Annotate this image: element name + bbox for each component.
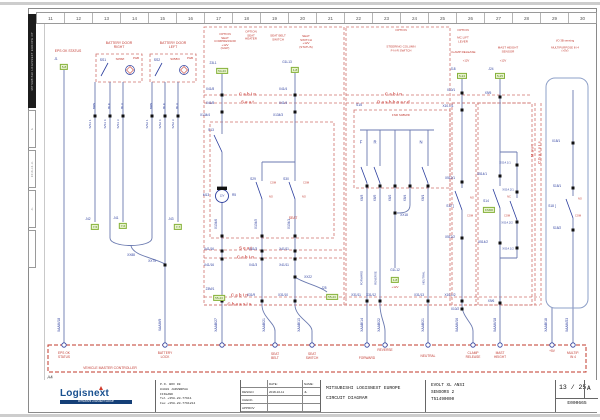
title-block-company-cell: MITSUBISHI LOGISNEXT EUROPE CIRCUIT DIAG… (320, 380, 425, 412)
frame-margin-line (44, 24, 45, 380)
signoff-approv-name (302, 404, 321, 412)
grid-ruler-cell-16: 16 (177, 13, 205, 23)
signoff-date-header: DATE: (267, 380, 302, 388)
document-type: CIRCUIT DIAGRAM (326, 396, 368, 401)
revision-box-text-0: A (30, 128, 34, 130)
grid-ruler-cell-23: 23 (373, 13, 401, 23)
signoff-blank (241, 380, 267, 388)
logisnext-tagline: MITSUBISHI LOGISNEXT GROUP (60, 400, 132, 404)
company-name: MITSUBISHI LOGISNEXT EUROPE (326, 386, 401, 391)
grid-ruler-cell-12: 12 (65, 13, 93, 23)
grid-ruler-cell-18: 18 (233, 13, 261, 23)
revision-box-0: A (28, 110, 36, 148)
logisnext-logo: Logisnext (60, 388, 110, 399)
grid-ruler-cell-25: 25 (429, 13, 457, 23)
drawing-sheet (28, 8, 597, 413)
grid-ruler-cell-27: 27 (485, 13, 513, 23)
signoff-design-name: JL (302, 388, 321, 396)
title-block-project-cell: EVOLT XL ANSI SENSORS 2 T51490000 (425, 380, 555, 412)
grid-ruler-cell-21: 21 (317, 13, 345, 23)
signoff-design-date: 2018-10-11 (267, 388, 302, 396)
grid-ruler-cell-14: 14 (121, 13, 149, 23)
project-title: EVOLT XL ANSI SENSORS 2 T51490000 (431, 383, 465, 402)
company-address: P.O. BOX 99 04401 JARVENPAA FINLAND Tel … (160, 382, 196, 406)
revision-box-1: 2018-10-11 (28, 150, 36, 188)
grid-ruler-cell-24: 24 (401, 13, 429, 23)
j25-tag: 55-23 (326, 293, 338, 301)
j43-tag: 7-7 (173, 223, 183, 231)
signoff-design-label: DESIGN (241, 388, 267, 396)
left-copyright-text: MITSUBISHI LOGISNEXT EUROPE OY (30, 31, 34, 91)
g1l13-tag: 1-8 (290, 66, 300, 74)
top-gray-band (0, 2, 600, 5)
revision-box-text-2: JL (30, 207, 34, 211)
grid-ruler-cell-28: 28 (513, 13, 541, 23)
title-block-logo-cell: Logisnext MITSUBISHI LOGISNEXT GROUP (36, 380, 155, 412)
j41-tag: 7-6 (118, 222, 128, 230)
signoff-name-header: NAME: (302, 380, 321, 388)
grid-ruler-cell-13: 13 (93, 13, 121, 23)
title-block-address-cell: P.O. BOX 99 04401 JARVENPAA FINLAND Tel … (155, 380, 240, 412)
grid-ruler-cell-15: 15 (149, 13, 177, 23)
left-copyright-bar: MITSUBISHI LOGISNEXT EUROPE OY (28, 14, 36, 108)
j18-tag: 5-24 (456, 72, 468, 80)
bottom-gray-band (0, 414, 600, 417)
j1-tag: 5-8 (59, 63, 69, 71)
signoff-approv-date (267, 404, 302, 412)
revision-box-text-1: 2018-10-11 (30, 160, 34, 178)
title-block-signoff-cell: DATE: NAME: DESIGN 2018-10-11 JL CHECK. … (240, 380, 321, 412)
23m1-tag: 55-23 (213, 294, 225, 302)
grid-ruler-cell-17: 17 (205, 13, 233, 23)
grid-ruler-cell-30: 30 (579, 15, 585, 21)
document-number: E000665 (567, 401, 587, 406)
ksm0-tag: KSM0 (482, 206, 496, 214)
signoff-check-name (302, 396, 321, 404)
logo-accent-icon (99, 386, 103, 390)
grid-ruler-cell-11: 11 (37, 13, 65, 23)
title-block-page-cell: 13 / 25 A E000665 (555, 380, 598, 412)
grid-ruler-cell-29: 29 (541, 13, 569, 23)
grid-ruler-cell-26: 26 (457, 13, 485, 23)
signoff-table: DATE: NAME: DESIGN 2018-10-11 JL CHECK. … (241, 380, 321, 412)
page-cell-divider-h (556, 398, 598, 399)
signoff-check-date (267, 396, 302, 404)
23l1-tag: 54-23 (216, 67, 228, 75)
page-number: 13 / 25 (559, 384, 587, 391)
signoff-check-label: CHECK. (241, 396, 267, 404)
signoff-approv-label: APPROV (241, 404, 267, 412)
revision-letter: A (587, 385, 591, 392)
page-cell-divider-v (584, 380, 585, 398)
revision-box-2: JL (28, 190, 36, 228)
revision-box-3 (28, 230, 36, 268)
j24-tag: 5-25 (494, 72, 506, 80)
grid-ruler-cell-19: 19 (261, 13, 289, 23)
g1l12-tag: 1-8 (390, 276, 400, 284)
grid-ruler-cell-22: 22 (345, 13, 373, 23)
j42-tag: 7-5 (90, 223, 100, 231)
grid-ruler-cell-20: 20 (289, 13, 317, 23)
